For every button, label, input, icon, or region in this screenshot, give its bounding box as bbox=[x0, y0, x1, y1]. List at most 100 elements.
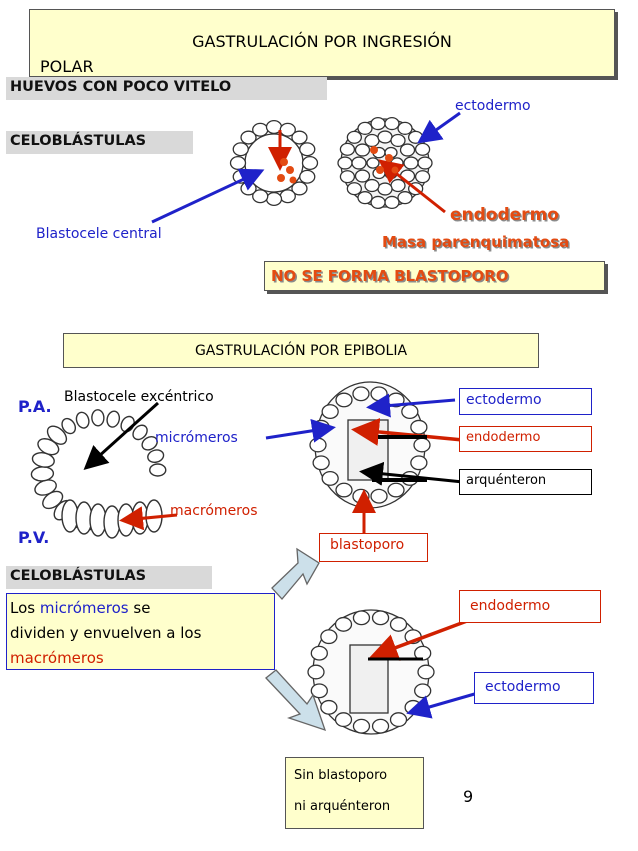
gastrula-sin-blastoporo bbox=[308, 610, 434, 734]
label-pv: P.V. bbox=[18, 528, 49, 547]
text-blastoporo: blastoporo bbox=[330, 537, 404, 553]
blastomere-cell bbox=[415, 684, 431, 698]
title-epibolia: GASTRULACIÓN POR EPIBOLIA bbox=[195, 343, 407, 359]
blastomere-cell bbox=[355, 170, 369, 182]
blastomere-cell bbox=[371, 489, 387, 503]
micromere-cell bbox=[92, 410, 105, 426]
box-endodermo: endodermo bbox=[459, 426, 592, 452]
desc-line2: dividen y envuelven a los bbox=[10, 621, 271, 646]
macromere-cell bbox=[31, 466, 54, 482]
text-ectodermo: ectodermo bbox=[466, 392, 542, 408]
blastomere-cell bbox=[340, 171, 354, 183]
desc-los: Los bbox=[10, 599, 35, 617]
blastomere-cell bbox=[241, 182, 256, 195]
blastomere-cell bbox=[353, 611, 369, 625]
gastrula-epibolia bbox=[310, 382, 430, 508]
blastomere-cell bbox=[231, 157, 246, 170]
sin-line2: ni arquénteron bbox=[294, 791, 415, 822]
micromere-cell bbox=[146, 448, 165, 464]
label-micromeros: micrómeros bbox=[155, 430, 238, 446]
blastomere-cell bbox=[371, 387, 387, 401]
blastomere-cell bbox=[409, 131, 423, 143]
blastomere-cell bbox=[411, 456, 427, 470]
blastomere-cell bbox=[358, 122, 372, 134]
blastomere-cell bbox=[322, 405, 338, 419]
blastomere-cell bbox=[418, 665, 434, 679]
blastomere-cell bbox=[336, 713, 352, 727]
blastomere-cell bbox=[321, 630, 337, 644]
blastomere-cell bbox=[391, 713, 407, 727]
text-endodermo: endodermo bbox=[466, 430, 540, 445]
arrow-blastocele-central bbox=[152, 172, 259, 222]
blastomere-cell bbox=[300, 143, 315, 156]
title-box-epibolia: GASTRULACIÓN POR EPIBOLIA bbox=[63, 333, 539, 368]
blastomere-cell bbox=[352, 157, 366, 169]
blastomere-cell bbox=[253, 123, 268, 136]
text-endodermo-2: endodermo bbox=[470, 598, 550, 614]
blastomere-cell bbox=[358, 192, 372, 204]
blastomere-cell bbox=[391, 158, 403, 168]
blastomere-cell bbox=[365, 180, 379, 192]
banner-celoblastulas-2: CELOBLÁSTULAS bbox=[6, 566, 212, 589]
box-blastoporo: blastoporo bbox=[319, 533, 428, 562]
blastomere-cell bbox=[353, 489, 369, 503]
micromere-cell bbox=[106, 410, 121, 428]
description-line1: Los micrómeros se bbox=[10, 596, 271, 621]
micromere-cell bbox=[150, 464, 166, 476]
blastomere-cell bbox=[347, 183, 361, 195]
blastomere-cell bbox=[313, 456, 329, 470]
blastomere-cell bbox=[391, 135, 405, 147]
blastomere-cell bbox=[371, 196, 385, 208]
blastomere-cell bbox=[322, 472, 338, 486]
blastomere-cell bbox=[418, 157, 432, 169]
blastomere-cell bbox=[336, 618, 352, 632]
blastomere-cell bbox=[401, 144, 415, 156]
blastomere-cell bbox=[411, 420, 427, 434]
blastomere-cell bbox=[404, 157, 418, 169]
label-blastocele-excentrico: Blastocele excéntrico bbox=[64, 389, 214, 405]
desc-micromeros: micrómeros bbox=[40, 599, 129, 617]
blastomere-cell bbox=[280, 190, 295, 203]
blastomere-cell bbox=[355, 144, 369, 156]
blastomere-cell bbox=[388, 483, 404, 497]
sin-blastoporo-box: Sin blastoporo ni arquénteron bbox=[285, 757, 424, 829]
blastomere-cell bbox=[378, 183, 392, 195]
description-box: Los micrómeros se dividen y envuelven a … bbox=[6, 593, 275, 670]
blastomere-cell bbox=[414, 438, 430, 452]
blastomere-cell bbox=[416, 143, 430, 155]
blastomere-cell bbox=[373, 719, 389, 733]
sin-line1: Sin blastoporo bbox=[294, 760, 415, 791]
label-macromeros: macrómeros bbox=[170, 503, 258, 519]
blastomere-cell bbox=[353, 719, 369, 733]
blastomere-cell bbox=[402, 405, 418, 419]
arrow-up-right-big bbox=[272, 549, 319, 599]
blastomere-cell bbox=[336, 393, 352, 407]
desc-macromeros: macrómeros bbox=[10, 646, 271, 671]
blastomere-cell bbox=[353, 387, 369, 401]
blastomere-cell bbox=[340, 143, 354, 155]
page-number: 9 bbox=[463, 787, 473, 806]
blastomere-cell bbox=[347, 131, 361, 143]
blastomere-cell bbox=[336, 483, 352, 497]
blastomere-cell bbox=[391, 180, 405, 192]
blastomere-cell bbox=[391, 618, 407, 632]
blastomere-cell bbox=[365, 135, 379, 147]
blastomere-cell bbox=[371, 118, 385, 130]
blastomere-cell bbox=[416, 171, 430, 183]
blastomere-cell bbox=[267, 193, 282, 206]
box-arquenteron: arquénteron bbox=[459, 469, 592, 495]
micromere-cell bbox=[75, 411, 91, 430]
blastomere-cell bbox=[233, 143, 248, 156]
blastomere-cell bbox=[292, 131, 307, 144]
box-ectodermo: ectodermo bbox=[459, 388, 592, 415]
blastomere-cell bbox=[300, 170, 315, 183]
blastomere-cell bbox=[378, 131, 392, 143]
text-ectodermo-2: ectodermo bbox=[485, 679, 561, 695]
blastomere-cell bbox=[308, 665, 324, 679]
desc-se: se bbox=[133, 599, 150, 617]
blastomere-cell bbox=[321, 701, 337, 715]
box-endodermo-2: endodermo bbox=[459, 590, 601, 623]
label-pa: P.A. bbox=[18, 397, 52, 416]
text-arquenteron: arquénteron bbox=[466, 473, 546, 488]
blastomere-cell bbox=[310, 438, 326, 452]
